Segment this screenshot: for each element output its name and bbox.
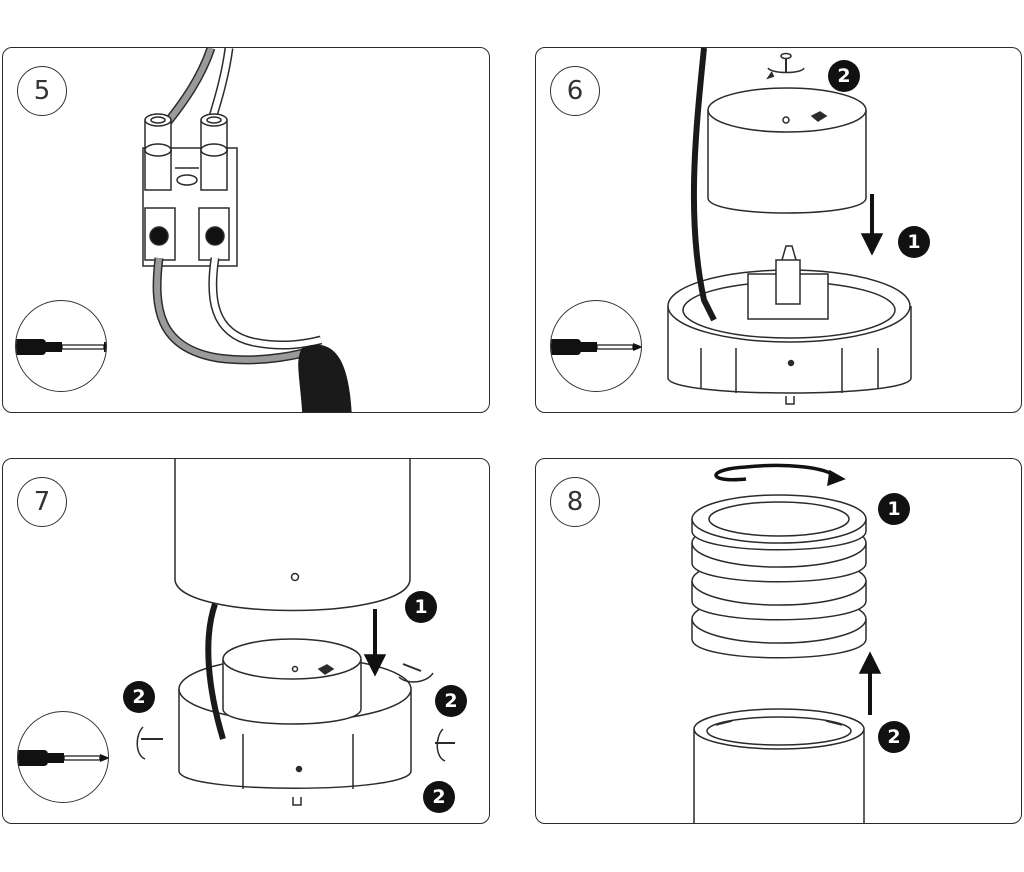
step-number: 8 [550, 477, 600, 527]
callout-badge-1: 1 [878, 493, 910, 525]
step-8-panel: 8 1 2 [535, 458, 1022, 824]
post-assembly-illustration [136, 459, 455, 806]
step-number: 7 [17, 477, 67, 527]
callout-badge-2: 2 [828, 60, 860, 92]
phillips-screwdriver-icon [17, 711, 109, 803]
callout-badge-2: 2 [123, 681, 155, 713]
callout-badge-2: 2 [878, 721, 910, 753]
callout-badge-2: 2 [435, 685, 467, 717]
step-number: 5 [17, 66, 67, 116]
callout-badge-1: 1 [405, 591, 437, 623]
terminal-block-illustration [142, 48, 352, 412]
step-6-panel: 6 2 1 [535, 47, 1022, 413]
step-5-panel: 5 [2, 47, 490, 413]
callout-badge-2: 2 [423, 781, 455, 813]
phillips-screwdriver-icon [550, 300, 642, 392]
lamp-head-illustration [691, 463, 882, 823]
step-7-panel: 7 1 2 2 2 [2, 458, 490, 824]
callout-badge-1: 1 [898, 226, 930, 258]
cover-assembly-illustration [667, 48, 912, 405]
flathead-screwdriver-icon [15, 300, 107, 392]
step-number: 6 [550, 66, 600, 116]
